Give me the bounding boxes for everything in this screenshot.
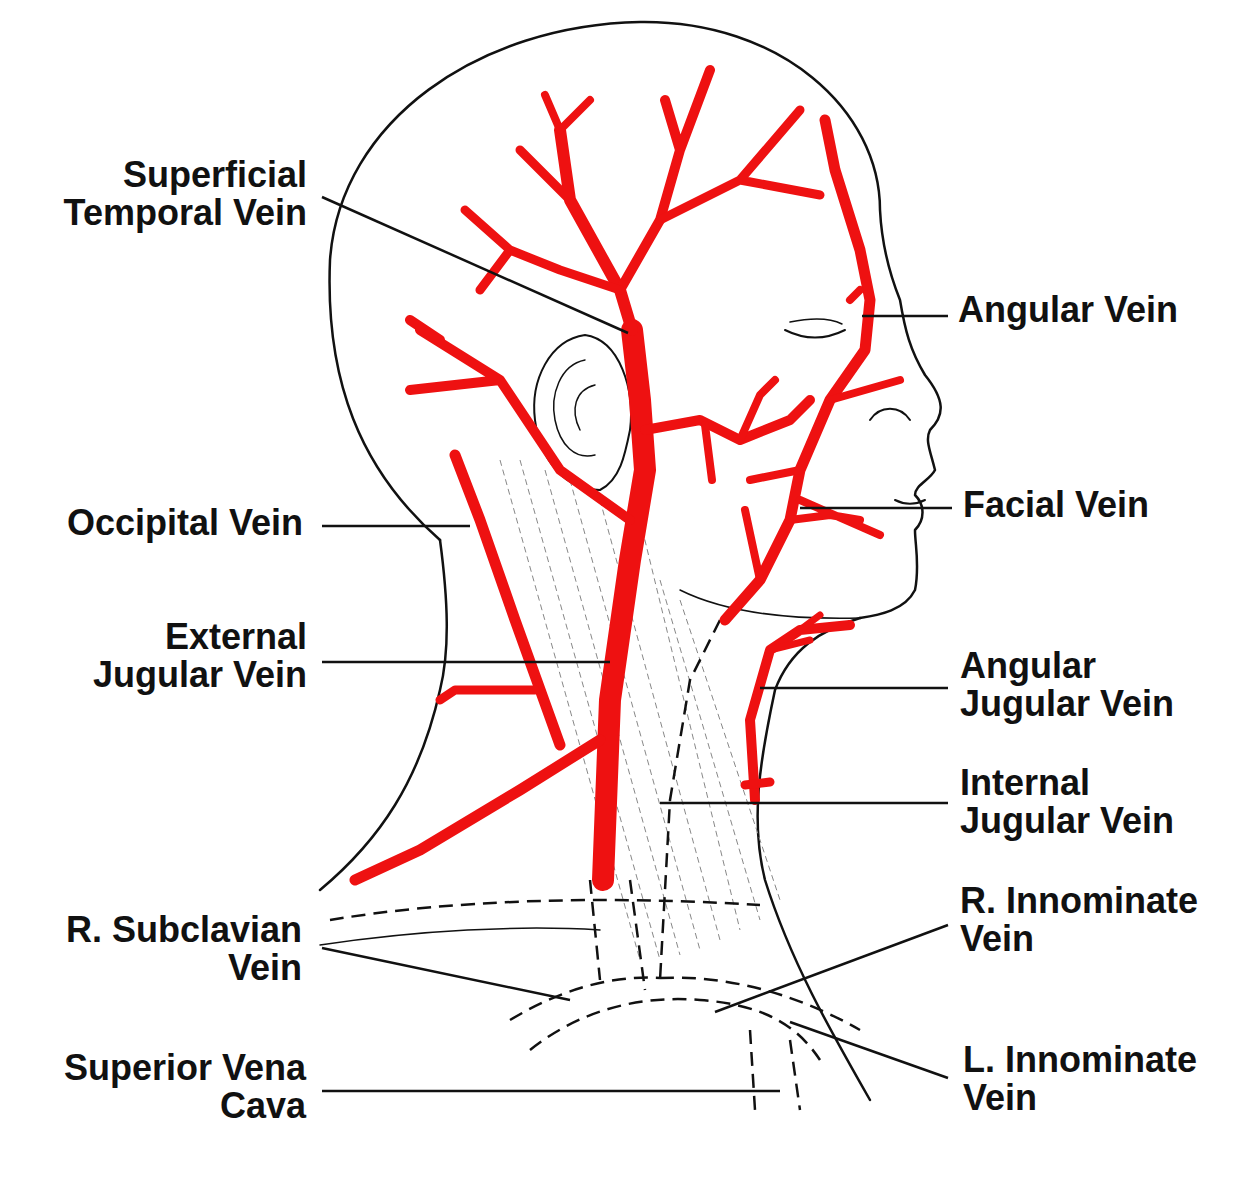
vein-label: Superficial Temporal Vein bbox=[47, 156, 307, 232]
vein-label: Internal Jugular Vein bbox=[960, 764, 1200, 840]
vein-label: Superior Vena Cava bbox=[44, 1049, 306, 1125]
vein-label: R. Subclavian Vein bbox=[47, 911, 302, 987]
vein-label: Angular Vein bbox=[958, 291, 1178, 329]
vein-label: R. Innominate Vein bbox=[960, 882, 1215, 958]
leader-lines bbox=[322, 197, 952, 1091]
vein-label: Angular Jugular Vein bbox=[960, 647, 1200, 723]
vein-label: External Jugular Vein bbox=[67, 618, 307, 694]
vein-label: Occipital Vein bbox=[67, 504, 303, 542]
vein-label: Facial Vein bbox=[963, 486, 1149, 524]
vein-label: L. Innominate Vein bbox=[963, 1041, 1218, 1117]
